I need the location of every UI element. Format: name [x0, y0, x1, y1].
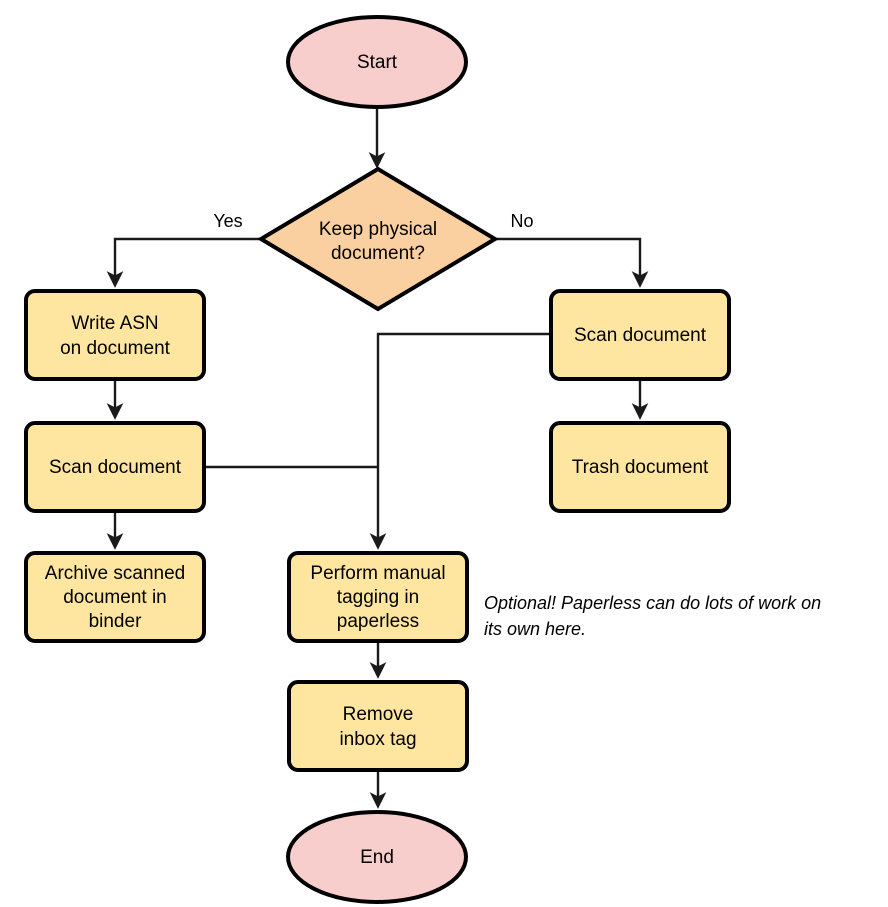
connector-scan-right-to-tagging [369, 332, 551, 550]
scan-left-label: Scan document [49, 457, 182, 478]
annotation-optional-note: Optional! Paperless can do lots of work … [484, 593, 821, 639]
decision-diamond [257, 166, 499, 312]
scan-left-box [24, 421, 206, 513]
node-manual-tagging[interactable]: Perform manual tagging in paperless [287, 551, 469, 643]
write-asn-label-line1: Write ASN [71, 313, 158, 334]
manual-tagging-box [287, 551, 469, 643]
connector-layer [106, 107, 649, 809]
manual-tagging-label-line1: Perform manual [310, 563, 445, 584]
write-asn-label-line2: on document [60, 338, 171, 359]
decision-label-line1: Keep physical [319, 219, 437, 240]
scan-right-box [549, 289, 731, 381]
node-keep-physical-document[interactable]: Keep physical document? [257, 166, 499, 312]
manual-tagging-label-line3: paperless [337, 611, 419, 632]
archive-binder-label-line3: binder [89, 611, 142, 632]
manual-tagging-label-line2: tagging in [337, 587, 419, 608]
write-asn-box [24, 289, 206, 381]
archive-binder-box [24, 551, 206, 643]
scan-right-label: Scan document [574, 325, 707, 346]
optional-note-line1: Optional! Paperless can do lots of work … [484, 593, 821, 613]
start-ellipse [286, 15, 468, 109]
remove-inbox-tag-box [287, 680, 469, 772]
end-ellipse [286, 810, 468, 904]
node-write-asn[interactable]: Write ASN on document [24, 289, 206, 381]
optional-note-line2: its own here. [484, 619, 586, 639]
node-scan-document-right[interactable]: Scan document [549, 289, 731, 381]
start-label: Start [357, 52, 398, 73]
trash-document-label: Trash document [572, 457, 709, 478]
end-label: End [360, 847, 394, 868]
node-remove-inbox-tag[interactable]: Remove inbox tag [287, 680, 469, 772]
node-scan-document-left[interactable]: Scan document [24, 421, 206, 513]
decision-label-line2: document? [331, 243, 425, 264]
edge-label-no: No [510, 211, 533, 231]
node-start[interactable]: Start [286, 15, 468, 109]
remove-inbox-tag-label-line2: inbox tag [339, 729, 416, 750]
connector-decision-no [495, 237, 649, 288]
remove-inbox-tag-label-line1: Remove [343, 704, 414, 725]
archive-binder-label-line2: document in [63, 587, 167, 608]
connector-decision-yes [106, 237, 261, 288]
node-trash-document[interactable]: Trash document [549, 421, 731, 513]
edge-label-yes: Yes [213, 211, 242, 231]
archive-binder-label-line1: Archive scanned [45, 563, 185, 584]
node-archive-binder[interactable]: Archive scanned document in binder [24, 551, 206, 643]
node-end[interactable]: End [286, 810, 468, 904]
trash-document-box [549, 421, 731, 513]
